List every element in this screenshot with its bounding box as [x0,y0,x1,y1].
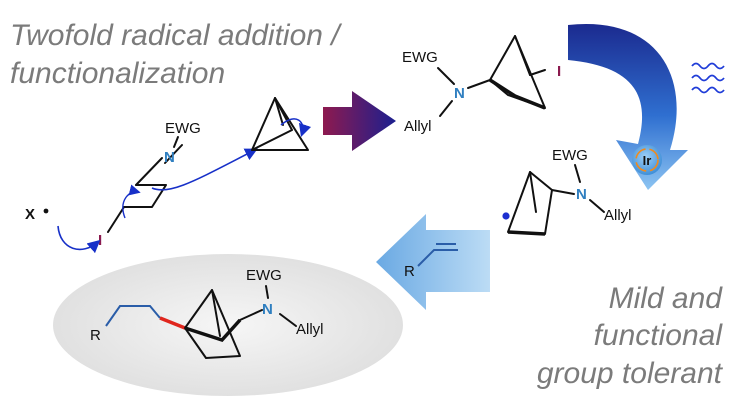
bond-n-cage [467,79,491,89]
radical-attack-arrow [57,225,101,254]
propellane-opening-arrow [280,118,312,138]
ir-label: Ir [643,153,652,168]
light-irradiation-icon [691,62,725,94]
radical-cage-1 [507,171,553,235]
nitrogen-label-start: N [164,149,175,166]
new-c-c-bond [159,316,186,330]
bond-n-allyl-radical [589,199,605,213]
alkene-addition-arrow [376,214,490,310]
ewg-label-bcp: EWG [402,49,438,66]
photocatalysis-arrow [568,23,688,190]
iodine-label-bcp: I [557,63,561,80]
cyclization-arrow [122,184,141,219]
iodine-label-start: I [98,232,102,249]
allyl-label-product: Allyl [296,321,324,338]
headline-bottom-line-1: Mild and [609,282,724,315]
final-product: R N EWG Allyl [90,267,324,359]
radical-dot [502,212,510,220]
starting-material: X I N EWG [25,120,258,254]
ewg-label-start: EWG [165,120,201,137]
allyl-label-radical: Allyl [604,207,632,224]
propellane [251,97,312,151]
bond-chain-upper [135,157,163,186]
bond-n-c [164,144,183,164]
bond-n-ewg [173,136,179,148]
radical-cage-2 [529,171,537,213]
x-radical-dot [43,208,49,214]
bond-n-allyl-product [279,313,297,327]
nitrogen-label-product: N [262,301,273,318]
bond-cage-n-radical [551,189,575,195]
propellane-cage-back [251,97,309,151]
headline-bottom-line-3: group tolerant [537,357,724,390]
propellane-central-bond [274,97,284,126]
bond-ewg-n-bcp [437,67,455,85]
ewg-label-product: EWG [246,267,282,284]
headline-top-line-2: functionalization [10,57,225,90]
alkene-bonds [417,249,458,267]
nitrogen-label-radical: N [576,186,587,203]
nitrogen-label-bcp: N [454,85,465,102]
r-label-product: R [90,327,101,344]
x-radical-label: X [25,206,35,223]
allyl-label-bcp: Allyl [404,118,432,135]
product-cage-1 [184,289,241,359]
light-wave-2 [691,74,725,82]
r-label-alkene: R [404,263,415,280]
bond-cage-n-product [239,309,263,321]
product-highlight-oval [51,252,405,398]
headline-bottom-line-2: functional [594,319,724,352]
product-alkyl-chain [105,305,161,327]
light-wave-3 [691,86,725,94]
bcp-cage-bold [489,78,546,110]
propellane-cage-front [251,97,293,151]
reaction-arrow-1 [323,91,396,151]
product-cage-bold [184,318,242,343]
light-wave-1 [691,62,725,70]
radical-cage-bold [507,230,546,236]
bond-n-allyl-bcp [439,100,453,117]
ewg-label-radical: EWG [552,147,588,164]
iodo-bcp-intermediate: EWG N Allyl I [402,35,561,135]
bond-cage-i [529,69,546,76]
product-cage-2 [211,289,221,337]
bond-ewg-n-radical [574,164,581,183]
bcp-cage-1 [489,35,546,109]
alkene-reagent: R [404,243,458,280]
addition-arrow [151,148,258,191]
bcp-cage-2 [514,35,531,76]
bcp-radical: EWG N Allyl [502,147,632,236]
ir-cycle-ring [635,148,659,172]
headline-top-line-1: Twofold radical addition / [10,19,342,52]
bond-ewg-n-product [265,285,269,299]
iridium-catalyst: Ir [632,145,662,175]
bond-chain-lower [107,184,167,233]
